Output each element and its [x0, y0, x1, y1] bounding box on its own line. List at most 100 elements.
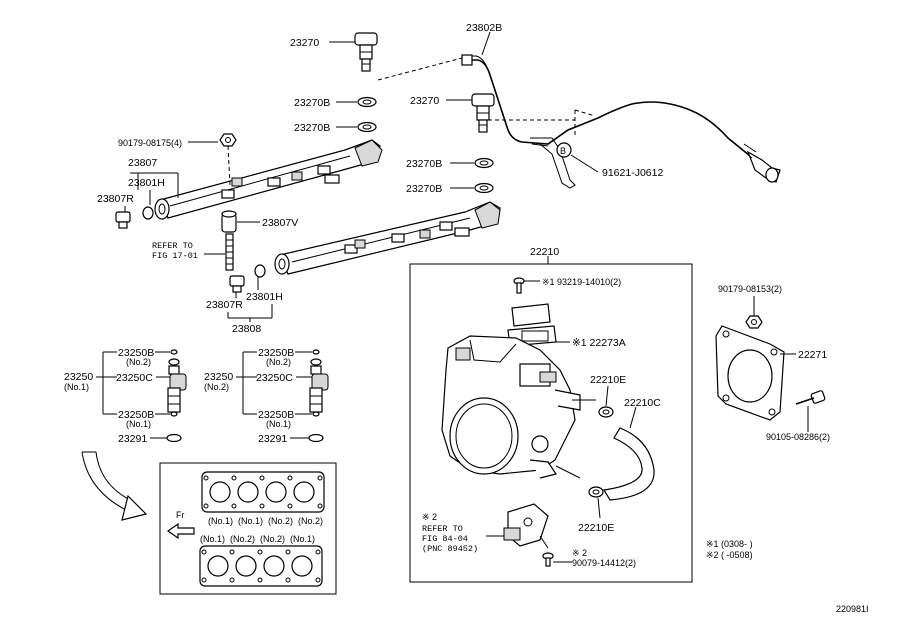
label-23807R-bot: 23807R [206, 299, 243, 311]
label-93219-14010: ※1 93219-14010(2) [542, 277, 621, 287]
bolt-90105-08286 [795, 390, 826, 405]
label-left-no2-top: (No.2) [126, 357, 151, 367]
refer-fig17-line2: FIG 17-01 [152, 251, 198, 261]
label-90179-08175: 90179-08175(4) [118, 138, 182, 148]
clip-22210E-bot [588, 486, 604, 498]
refer84-line3: (PNC 89452) [422, 544, 478, 554]
label-23270B-2: 23270B [294, 122, 330, 134]
throttle-body-box [409, 263, 693, 583]
pulsation-damper-top [354, 32, 378, 72]
stud-bolt [225, 233, 234, 271]
throttle-sensor [503, 503, 549, 547]
throttle-body-22210 [441, 335, 596, 479]
label-right-no2-top: (No.2) [266, 357, 291, 367]
label-right-no1-bot: (No.1) [266, 419, 291, 429]
label-90179-08153: 90179-08153(2) [718, 284, 782, 294]
layout-bot-label-2: (No.2) [230, 534, 255, 544]
fr-label: Fr [176, 510, 185, 520]
injector-no2 [308, 349, 329, 443]
label-23270-mid: 23270 [410, 95, 439, 107]
layout-top-label-3: (No.2) [268, 516, 293, 526]
marker-b [556, 142, 572, 158]
marker-b-label: B [560, 146, 566, 156]
label-left-23291: 23291 [118, 433, 147, 445]
gasket-23801H-top [142, 206, 154, 220]
dash-line-to-pipe [574, 109, 596, 117]
label-left-23250: 23250 [64, 371, 93, 383]
label-right-23291: 23291 [258, 433, 287, 445]
gasket-22271 [715, 325, 785, 421]
label-22210C: 22210C [624, 397, 661, 409]
layout-bot-label-1: (No.1) [200, 534, 225, 544]
layout-top-label-2: (No.1) [238, 516, 263, 526]
label-right-23250: 23250 [204, 371, 233, 383]
front-arrow-icon [166, 522, 195, 540]
label-22210E-top: 22210E [590, 374, 626, 386]
refer84-line1: REFER TO [422, 524, 463, 534]
dash-90179-08175 [227, 145, 231, 186]
refer84-mark: ※ 2 [422, 512, 437, 522]
label-23270B-4: 23270B [406, 183, 442, 195]
fuel-rail-lower [274, 201, 501, 275]
screw-93219-14010 [513, 277, 525, 294]
fuel-pipe-23802B [461, 54, 781, 189]
injector-layout-box [159, 462, 337, 595]
dash-line-top [377, 57, 463, 81]
label-90079-14412: 90079-14412(2) [572, 558, 636, 568]
label-23808: 23808 [232, 323, 261, 335]
label-90079-mark: ※ 2 [572, 548, 587, 558]
refer-fig17-line1: REFER TO [152, 241, 193, 251]
label-23807R-top: 23807R [97, 193, 134, 205]
label-90105-08286: 90105-08286(2) [766, 432, 830, 442]
gasket-23270B-4 [474, 182, 494, 194]
hose-22210C [603, 427, 655, 501]
refer84-line2: FIG 84-04 [422, 534, 468, 544]
layout-row-bottom [199, 545, 323, 587]
injector-no1 [166, 349, 187, 443]
leader-22210E-top [605, 385, 609, 407]
label-91621-J0612: 91621-J0612 [602, 167, 663, 179]
label-22271: 22271 [798, 349, 827, 361]
note-1: ※1 (0308- ) [706, 539, 753, 549]
leader-screw-to-sensor [539, 535, 549, 549]
label-left-no1: (No.1) [64, 382, 89, 392]
label-right-no2: (No.2) [204, 382, 229, 392]
curved-arrow-icon [81, 451, 148, 521]
label-23270-top: 23270 [290, 37, 319, 49]
label-right-23250C: 23250C [256, 372, 293, 384]
label-23807V: 23807V [262, 217, 298, 229]
label-22210E-bot: 22210E [578, 522, 614, 534]
gasket-23270B-1 [357, 96, 377, 108]
label-22210: 22210 [530, 246, 559, 258]
layout-bot-label-4: (No.1) [290, 534, 315, 544]
plug-23807R-top [115, 211, 131, 229]
label-right-23250B-top: 23250B [258, 347, 294, 359]
label-23801H-bot: 23801H [246, 291, 283, 303]
gasket-23270B-2 [357, 121, 377, 133]
label-23801H-top: 23801H [128, 177, 165, 189]
pulsation-damper-mid [471, 93, 495, 133]
leader-22210C [629, 406, 637, 429]
layout-top-label-1: (No.1) [208, 516, 233, 526]
layout-top-label-4: (No.2) [298, 516, 323, 526]
spacer-23807V [221, 210, 237, 233]
screw-90079-14412 [542, 552, 554, 567]
note-2: ※2 ( -0508) [706, 550, 753, 560]
label-23270B-3: 23270B [406, 158, 442, 170]
plug-23807R-bot [229, 275, 245, 293]
label-23807: 23807 [128, 157, 157, 169]
nut-90179-08175 [219, 133, 237, 147]
label-23270B-1: 23270B [294, 97, 330, 109]
layout-bot-label-3: (No.2) [260, 534, 285, 544]
label-left-23250B-top: 23250B [118, 347, 154, 359]
label-left-no1-bot: (No.1) [126, 419, 151, 429]
gasket-23801H-bot [254, 264, 266, 278]
label-left-23250B-bot: 23250B [118, 409, 154, 421]
figure-id: 220981I [836, 604, 869, 614]
fuel-rail-upper [154, 139, 383, 220]
leader-91621 [570, 154, 599, 173]
clip-22210E-top [598, 406, 614, 418]
layout-row-top [201, 471, 325, 513]
label-left-23250C: 23250C [116, 372, 153, 384]
